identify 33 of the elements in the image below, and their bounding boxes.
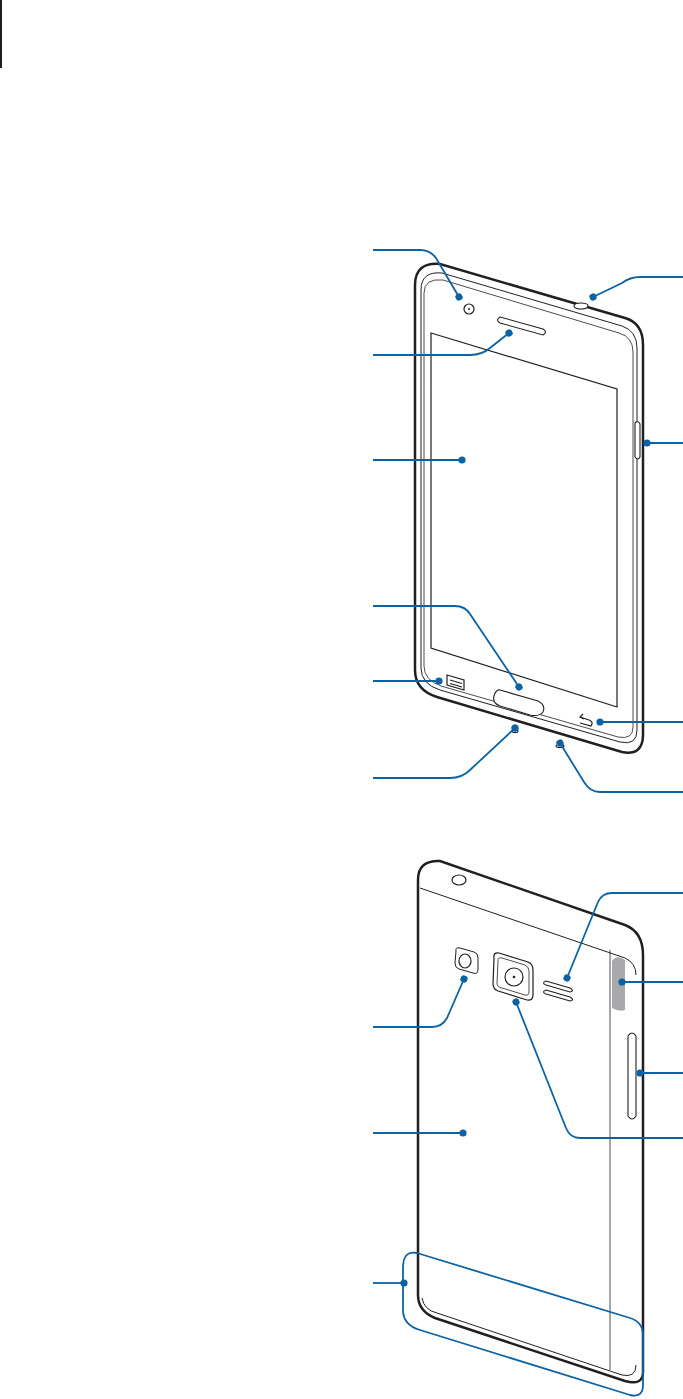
leader-line <box>372 975 468 1028</box>
antenna-panel <box>612 957 625 1011</box>
rear-camera-lens <box>492 952 534 1001</box>
volume-key <box>627 1032 637 1120</box>
leader-line <box>372 724 519 779</box>
flash-lens <box>454 947 479 974</box>
side-key <box>634 421 641 460</box>
microphone-hole <box>511 728 519 734</box>
leader-line <box>372 677 443 685</box>
front-camera-lens <box>463 303 475 315</box>
leader-line <box>512 998 683 1139</box>
leader-line <box>372 1279 408 1287</box>
leader-line <box>563 892 683 982</box>
headset-jack <box>573 302 589 310</box>
leader-line <box>596 718 683 726</box>
earpiece-grille <box>496 316 547 336</box>
leader-line <box>372 249 463 301</box>
leader-line <box>372 329 513 356</box>
antenna-area-outline <box>402 1251 644 1397</box>
port-opening <box>555 743 565 749</box>
back-key-icon <box>579 713 593 727</box>
leader-line <box>589 276 683 301</box>
home-key <box>493 689 545 717</box>
leader-line <box>643 439 683 447</box>
leader-line <box>618 978 683 986</box>
rear-speaker-grille <box>542 980 574 1002</box>
menu-key-icon <box>446 674 465 691</box>
leader-line <box>556 739 683 793</box>
touch-screen <box>430 332 618 708</box>
leader-line <box>372 456 466 464</box>
leader-line <box>372 605 523 691</box>
leader-line <box>636 1069 683 1077</box>
leader-line <box>372 1129 467 1137</box>
